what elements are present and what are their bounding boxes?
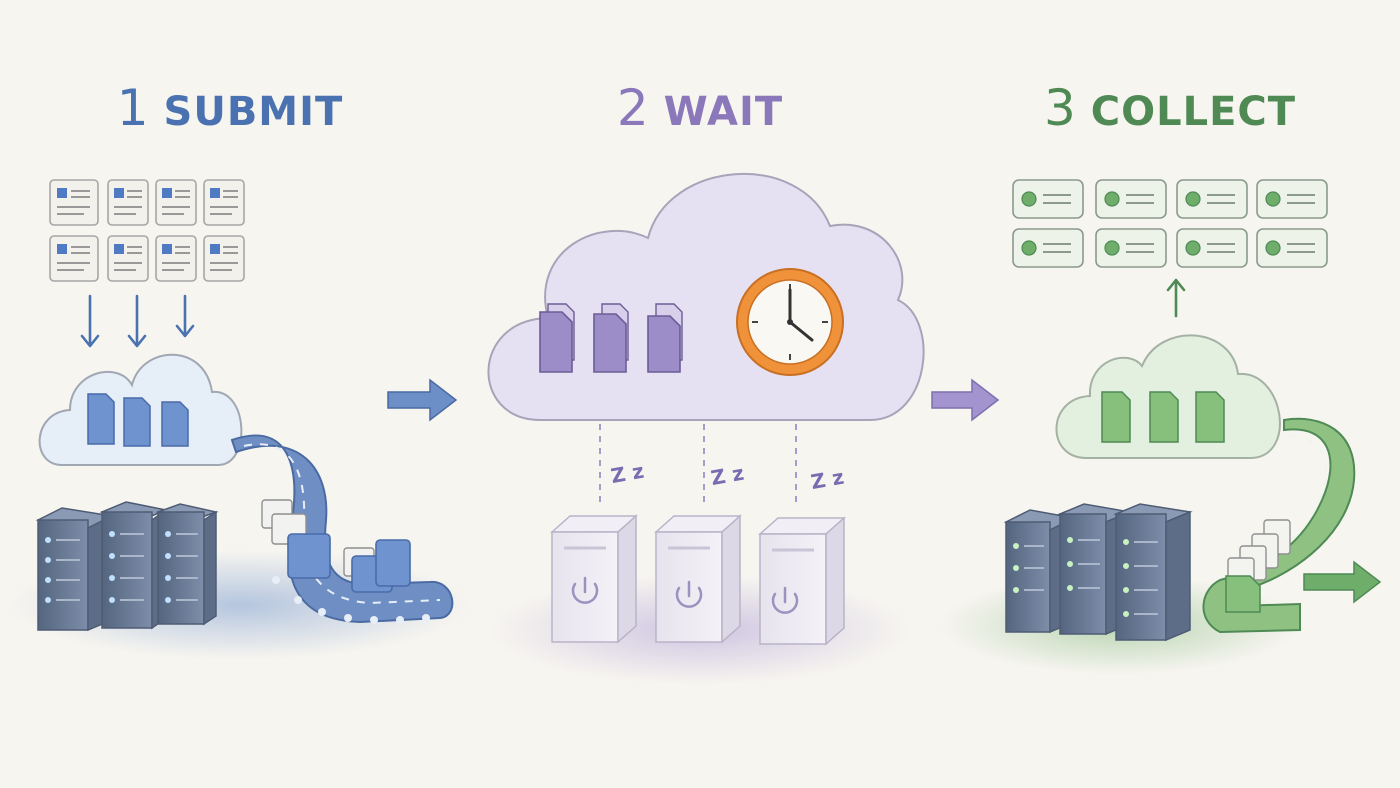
file-icon — [87, 393, 115, 445]
result-card-icon — [1095, 228, 1167, 268]
submit-section — [10, 179, 470, 660]
file-icon — [539, 303, 575, 373]
power-icon — [675, 580, 703, 608]
document-icon — [203, 179, 245, 226]
result-card-icon — [1256, 228, 1328, 268]
step-label: SUBMIT — [163, 89, 344, 135]
result-card-icon — [1176, 179, 1248, 219]
cloud-files — [539, 303, 683, 373]
file-icon — [1101, 391, 1131, 443]
power-icon — [571, 576, 599, 604]
server-icon — [758, 516, 846, 646]
sleep-label: Z z — [809, 465, 846, 494]
down-arrows — [80, 294, 195, 348]
file-icon — [123, 397, 151, 447]
result-card-icon — [1012, 228, 1084, 268]
server-icon — [654, 514, 742, 644]
step-title-collect: 3 COLLECT — [1000, 78, 1340, 138]
step-label: WAIT — [663, 89, 784, 135]
document-icon — [107, 179, 149, 226]
arrow-down-icon — [127, 294, 147, 348]
file-icon — [1195, 391, 1225, 443]
step-number: 3 — [1043, 79, 1077, 137]
arrow-down-icon — [80, 294, 100, 348]
file-icon — [593, 303, 629, 373]
file-icon — [161, 401, 189, 447]
file-icon — [647, 303, 683, 373]
server-icon — [99, 501, 169, 630]
belt-documents — [1225, 519, 1291, 613]
sleep-label: Z z — [609, 459, 646, 488]
step-title-submit: 1 SUBMIT — [80, 78, 380, 138]
step-title-wait: 2 WAIT — [550, 78, 850, 138]
result-cards — [1012, 179, 1328, 268]
arrow-up-icon — [1166, 278, 1186, 318]
step-number: 1 — [116, 79, 150, 137]
result-card-icon — [1095, 179, 1167, 219]
document-icon — [155, 179, 197, 226]
arrow-icon — [387, 378, 458, 422]
sleep-indicators: Z z Z z Z z — [609, 459, 846, 494]
belt-folders — [261, 499, 411, 593]
file-icon — [1225, 575, 1261, 613]
wait-section: Z z Z z Z z — [487, 173, 925, 685]
server-rack — [35, 501, 219, 632]
clock-icon — [736, 268, 844, 376]
step-number: 2 — [616, 79, 650, 137]
result-card-icon — [1176, 228, 1248, 268]
sleep-label: Z z — [709, 461, 746, 490]
server-icon — [1113, 503, 1193, 642]
folder-icon — [287, 533, 331, 579]
power-icon — [771, 586, 799, 614]
document-icon — [49, 235, 99, 282]
document-icon — [155, 235, 197, 282]
arrow-icon — [931, 378, 1000, 422]
idle-servers — [550, 514, 846, 646]
server-icon — [155, 503, 219, 626]
folder-icon — [375, 539, 411, 587]
server-icon — [35, 507, 115, 632]
result-card-icon — [1256, 179, 1328, 219]
arrow-down-icon — [175, 294, 195, 338]
arrow-icon — [1303, 560, 1382, 604]
document-icon — [107, 235, 149, 282]
document-icon — [49, 179, 99, 226]
cloud-files — [1101, 391, 1225, 443]
step-label: COLLECT — [1090, 89, 1297, 135]
result-card-icon — [1012, 179, 1084, 219]
cloud-icon — [487, 173, 925, 421]
file-icon — [1149, 391, 1179, 443]
document-icon — [203, 235, 245, 282]
request-cards — [49, 179, 245, 282]
server-icon — [550, 514, 638, 644]
server-rack — [1003, 503, 1193, 642]
cloud-files — [87, 393, 189, 447]
collect-section — [940, 179, 1382, 675]
dashed-connectors — [599, 424, 797, 505]
